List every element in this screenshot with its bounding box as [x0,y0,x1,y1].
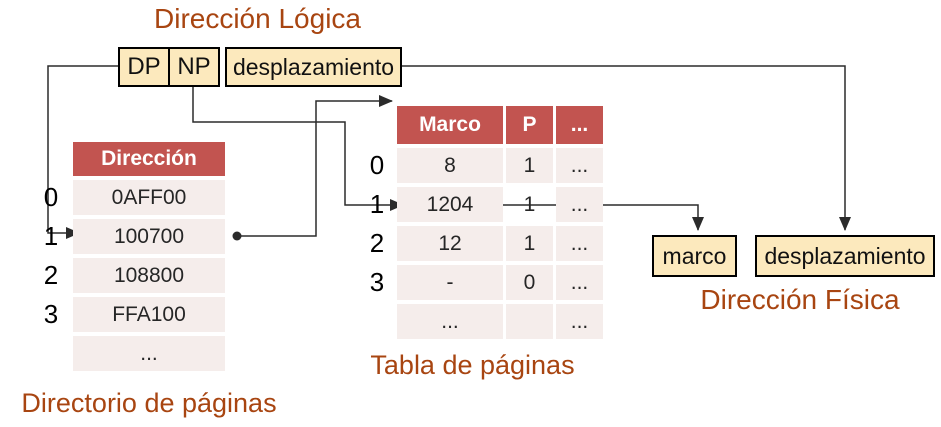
directory-row-index: 3 [43,299,59,329]
page-table-row-index: 1 [369,189,385,219]
physical-address-title: Dirección Física [700,284,900,315]
page-table-cell-p: 1 [506,226,553,261]
page-table-header-p: P [506,106,553,144]
page-table-caption: Tabla de páginas [370,350,575,380]
directory-row-index: 1 [43,221,59,251]
page-table-cell-p: 1 [523,192,536,216]
page-table-cell-more: ... [556,304,603,339]
page-table-row-index: 0 [369,150,385,180]
directory-cell: 100700 [73,219,225,254]
logical-desplazamiento-field: desplazamiento [225,47,402,87]
page-table-cell-p: 0 [506,265,553,300]
page-table-cell-more: ... [556,187,603,222]
page-table-cell-marco: 8 [397,148,503,183]
directory-table-caption: Directorio de páginas [21,388,277,418]
page-table-cell-more: ... [556,226,603,261]
directory-cell: 108800 [73,258,225,293]
page-table-header-marco: Marco [397,106,503,144]
page-table-header-more: ... [556,106,603,144]
page-table-row-index: 2 [369,228,385,258]
page-table-cell-marco: 12 [397,226,503,261]
page-table-cell-p [506,304,553,339]
page-table-cell-marco: - [397,265,503,300]
page-table-cell-more: ... [556,265,603,300]
junction-dot-directory-row1 [232,231,242,241]
logical-address-title: Dirección Lógica [154,3,361,34]
page-table-cell-marco: 1204 [397,187,503,222]
physical-desplazamiento-field: desplazamiento [755,235,935,277]
dp-field: DP [118,47,170,87]
page-table-cell-more: ... [556,148,603,183]
page-table-cell-p: 1 [506,148,553,183]
directory-table-header: Dirección [73,142,225,176]
directory-cell: FFA100 [73,297,225,332]
np-field: NP [168,47,220,87]
directory-cell: 0AFF00 [73,180,225,215]
directory-row-index: 2 [43,260,59,290]
page-table-cell-marco: ... [397,304,503,339]
marco-field: marco [652,235,737,277]
directory-row-index: 0 [43,182,59,212]
directory-cell: ... [73,336,225,371]
page-table-row-index: 3 [369,267,385,297]
